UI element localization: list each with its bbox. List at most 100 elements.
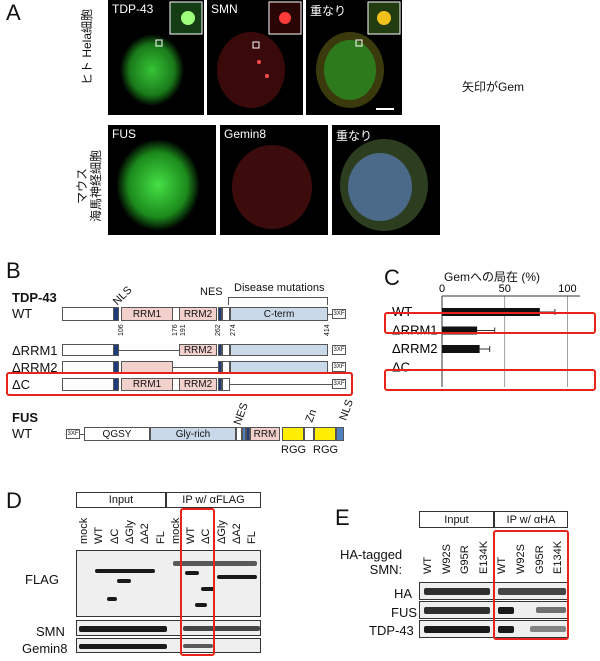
nes-label: NES: [200, 286, 223, 298]
nls-label: NLS: [110, 284, 135, 308]
micrograph-smn: SMN: [207, 0, 303, 115]
rgg2-domain: [314, 427, 336, 441]
lane-label: WT: [93, 526, 106, 544]
position-label: 274: [230, 324, 237, 336]
panel-a-label: A: [6, 0, 21, 25]
category-label: ΔRRM2: [392, 341, 438, 356]
blot-label-ha: HA: [394, 586, 413, 601]
band: [536, 607, 566, 613]
band: [107, 597, 117, 601]
lane-label: ΔA2: [139, 523, 152, 544]
input-header-d: Input: [76, 492, 166, 508]
blot-label-flag: FLAG: [25, 572, 59, 587]
micrograph-gemin8: Gemin8: [220, 125, 328, 235]
position-label: 176: [172, 324, 179, 336]
band: [117, 579, 131, 583]
fus-nls-domain: [336, 427, 344, 441]
flag-linker: [328, 314, 332, 315]
cterm-domain: [230, 344, 328, 356]
micrograph-fus: FUS: [108, 125, 216, 235]
ip-highlight-box-e: [493, 530, 569, 640]
deletion-line: [173, 367, 218, 368]
blot-flag-d: [76, 550, 261, 617]
rrm2-domain: RRM2: [179, 378, 217, 391]
rgg1-domain: [282, 427, 304, 441]
bar: [442, 326, 478, 335]
nls-domain: [113, 378, 119, 391]
rgg1-label: RGG: [281, 444, 307, 456]
panel-d-label: D: [6, 488, 22, 513]
lane-label: FL: [154, 531, 167, 544]
band: [201, 587, 215, 591]
band: [424, 588, 490, 595]
micrograph-tdp43: TDP-43: [108, 0, 204, 115]
panel-c-label: C: [384, 265, 400, 290]
linker: [222, 378, 230, 391]
flag-linker: [80, 434, 84, 435]
lane-label: FL: [246, 531, 259, 544]
ip-header-d: IP w/ αFLAG: [166, 492, 261, 508]
lane-label: ΔGly: [123, 520, 136, 544]
band: [530, 626, 566, 632]
band: [424, 626, 490, 633]
flag-tag: 3XF: [66, 429, 80, 439]
position-label: 106: [118, 324, 125, 336]
nes-domain: [218, 344, 222, 356]
tdp43-dc-label: ΔC: [12, 377, 31, 392]
disease-bracket-left: [228, 297, 229, 305]
position-label: 262: [215, 324, 222, 336]
tdp43-drrm2-label: ΔRRM2: [12, 360, 58, 375]
band: [79, 626, 167, 632]
nes-domain: [218, 378, 222, 391]
band: [79, 644, 167, 649]
fus-nes-label: NES: [231, 401, 251, 427]
flag-tag: 3XF: [332, 345, 346, 355]
micrograph-label: Gemin8: [224, 127, 267, 141]
lane-label: G95R: [459, 545, 472, 574]
nes-domain: [246, 427, 250, 441]
blot-label-smn: SMN: [36, 624, 65, 639]
x-tick-label: 50: [499, 283, 511, 295]
blot-label-fus: FUS: [391, 605, 417, 620]
fus-title: FUS: [12, 410, 38, 425]
nes-domain: [242, 427, 246, 441]
band: [195, 603, 207, 607]
position-label: 191: [180, 324, 187, 336]
lane-label: ΔC: [108, 528, 121, 544]
dc-highlight-box-c: [384, 369, 596, 391]
zn-domain: [304, 427, 314, 441]
fus-nls-label: NLS: [337, 397, 357, 423]
disease-mutations-label: Disease mutations: [234, 282, 325, 294]
micrograph-label: TDP-43: [112, 2, 154, 16]
cterm-domain: C-term: [230, 307, 328, 321]
micrograph-label: 重なり: [310, 4, 347, 18]
nls-domain: [113, 307, 119, 321]
wt-highlight-box-c: [384, 312, 596, 334]
micrograph-merge-2: 重なり: [332, 125, 440, 235]
rrm2-domain: RRM2: [179, 344, 217, 356]
disease-bracket: [228, 297, 328, 298]
linker: [222, 307, 230, 321]
input-header-e: Input: [419, 511, 494, 528]
flag-tag: 3XF: [332, 362, 346, 372]
band: [424, 607, 490, 614]
lane-label: E134K: [477, 540, 490, 574]
lane-label: W92S: [440, 544, 453, 574]
panel-a-row2-side-label: マウス 海馬神経細胞: [75, 149, 103, 222]
tdp-nterm: [62, 307, 114, 321]
blot-label-tdp43: TDP-43: [369, 623, 414, 638]
band: [217, 575, 257, 579]
nes-domain: [218, 307, 222, 321]
rrm1-domain: RRM1: [121, 307, 173, 321]
blot-smn-d: [76, 620, 261, 636]
x-tick-label: 100: [558, 283, 576, 295]
band: [95, 569, 155, 573]
nls-domain: [113, 344, 119, 356]
rrm-domain: RRM: [250, 427, 280, 441]
tdp43-drrm1-label: ΔRRM1: [12, 343, 58, 358]
rrm1-domain: RRM1: [121, 378, 173, 391]
band: [173, 561, 257, 566]
position-label: 414: [324, 324, 331, 336]
band: [498, 607, 514, 614]
zn-label: Zn: [303, 407, 320, 425]
